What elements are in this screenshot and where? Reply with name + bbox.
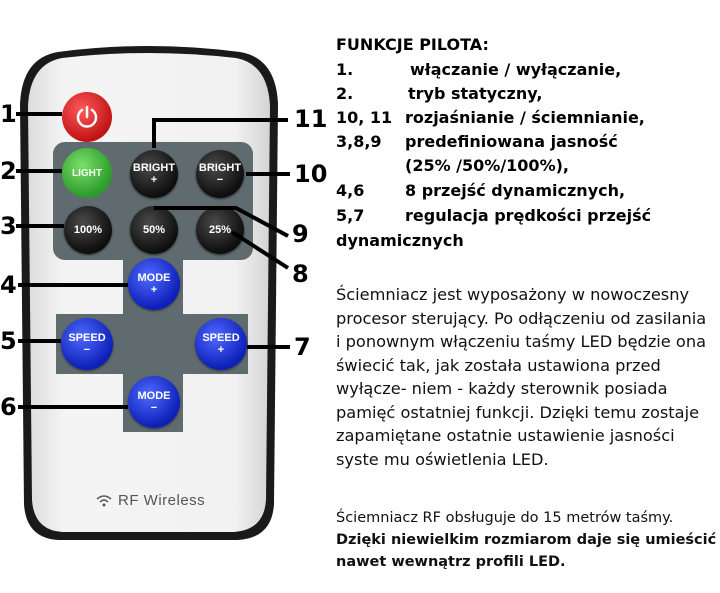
func-text-3: rozjaśnianie / ściemnianie, [405, 108, 645, 127]
brightness-100-button[interactable]: 100% [64, 206, 112, 254]
callout-1: 1 [0, 100, 17, 128]
func-num-6: 4,6 [336, 181, 365, 200]
note-range: Ściemniacz RF obsługuje do 15 metrów taś… [336, 510, 674, 526]
note-size-1: Dzięki niewielkim rozmiarom daje się umi… [336, 532, 717, 548]
callout-4: 4 [0, 271, 17, 299]
brightness-50-label: 50% [142, 223, 166, 236]
callout-7: 7 [294, 333, 311, 361]
func-num-1: 1. [336, 60, 354, 79]
callout-5: 5 [0, 327, 17, 355]
description-line: zapamiętane ostatnie ustawienie jasności [336, 426, 675, 445]
bright-minus-label: BRIGHT [198, 161, 242, 174]
bright-plus-sign: + [150, 174, 158, 186]
func-text-4: predefiniowana jasność [405, 132, 618, 151]
func-text-8: dynamicznych [336, 231, 464, 250]
callout-11: 11 [294, 105, 328, 133]
func-num-4: 3,8,9 [336, 132, 382, 151]
callout-2: 2 [0, 157, 17, 185]
description-line: pamięć ostatniej funkcji. Dzięki temu zo… [336, 402, 700, 422]
mode-plus-button[interactable]: MODE + [128, 258, 180, 310]
description-line: i ponownym włączeniu taśmy LED będzie on… [336, 332, 706, 351]
power-icon [76, 105, 98, 128]
callout-10: 10 [294, 160, 328, 188]
callout-6: 6 [0, 393, 17, 421]
description-line: syste mu oświetlenia LED. [336, 449, 549, 469]
func-text-1: włączanie / wyłączanie, [410, 60, 622, 79]
brand-area: RF Wireless [96, 492, 205, 509]
brand-label: RF Wireless [118, 492, 206, 509]
bright-plus-button[interactable]: BRIGHT + [130, 150, 178, 198]
callout-8: 8 [292, 260, 309, 288]
light-label: LIGHT [72, 167, 102, 179]
func-num-2: 2. [336, 84, 354, 103]
mode-plus-label: MODE [137, 271, 171, 284]
functions-heading: FUNKCJE PILOTA: [336, 35, 489, 54]
callout-line-8 [230, 230, 290, 270]
speed-plus-sign: + [217, 344, 225, 356]
func-num-3: 10, 11 [336, 108, 393, 127]
brightness-25-button[interactable]: 25% [196, 206, 244, 254]
description-line: świecić tak, jak została ustawiona przed [336, 355, 661, 375]
func-text-5: (25% /50%/100%), [405, 156, 569, 175]
brightness-100-label: 100% [73, 223, 103, 236]
power-button[interactable] [62, 92, 112, 142]
description-line: procesor sterujący. Po odłączeniu od zas… [336, 308, 707, 328]
description-line: wyłącze- niem - każdy sterownik posiada [336, 379, 668, 398]
light-button[interactable]: LIGHT [62, 148, 112, 198]
speed-minus-sign: − [83, 344, 91, 356]
bright-minus-sign: − [216, 174, 224, 186]
brightness-50-button[interactable]: 50% [130, 206, 178, 254]
description: Ściemniacz jest wyposażony w nowoczesny … [336, 283, 706, 471]
func-num-7: 5,7 [336, 206, 365, 225]
speed-minus-label: SPEED [68, 331, 106, 344]
wifi-icon [96, 494, 112, 506]
mode-minus-sign: − [150, 402, 158, 414]
func-text-2: tryb statyczny, [408, 84, 543, 103]
brightness-25-label: 25% [208, 223, 232, 236]
callout-line-9 [154, 206, 289, 238]
mode-minus-label: MODE [137, 389, 171, 402]
bright-minus-button[interactable]: BRIGHT − [196, 150, 244, 198]
callout-9: 9 [292, 220, 309, 248]
callout-line-11 [152, 118, 288, 148]
func-text-6: 8 przejść dynamicznych, [405, 181, 626, 200]
func-text-7: regulacja prędkości przejść [405, 206, 652, 225]
speed-plus-label: SPEED [202, 331, 240, 344]
description-line: Ściemniacz jest wyposażony w nowoczesny [336, 285, 690, 304]
speed-minus-button[interactable]: SPEED − [61, 318, 113, 370]
callout-3: 3 [0, 212, 17, 240]
speed-plus-button[interactable]: SPEED + [195, 318, 247, 370]
mode-minus-button[interactable]: MODE − [128, 376, 180, 428]
mode-plus-sign: + [150, 284, 158, 296]
bright-plus-label: BRIGHT [132, 161, 176, 174]
note-size-2: nawet wewnątrz profili LED. [336, 554, 566, 570]
